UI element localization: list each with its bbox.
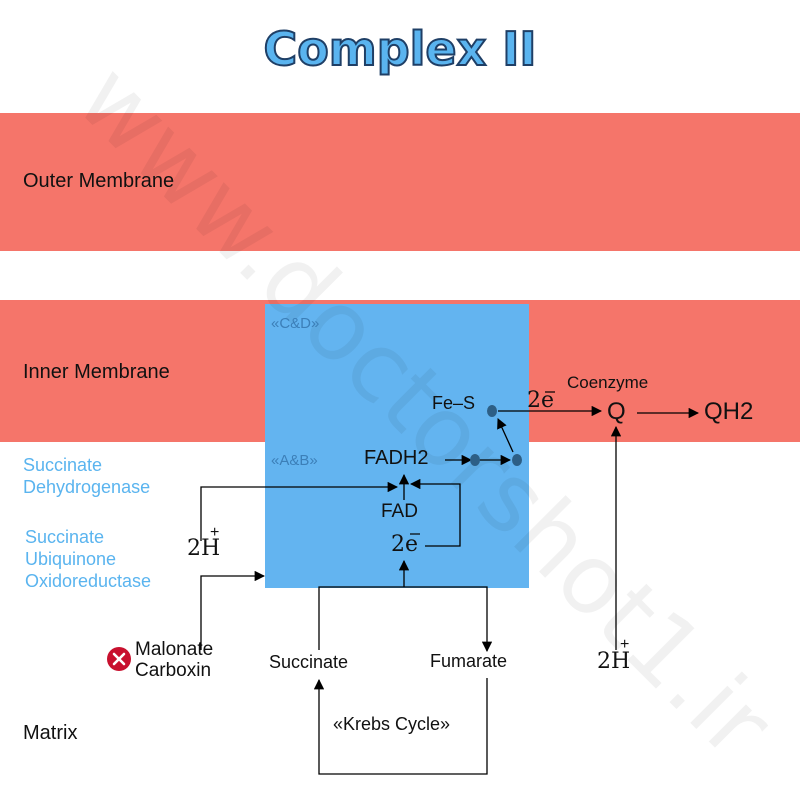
fes-cluster-3 xyxy=(487,405,497,417)
enzyme-name-line: Oxidoreductase xyxy=(25,571,152,591)
enzyme-name-1: Succinate Dehydrogenase xyxy=(23,454,150,498)
outer-membrane-band xyxy=(0,113,800,251)
matrix-label: Matrix xyxy=(23,722,78,744)
subunit-cd-label: «C&D» xyxy=(271,315,320,332)
two-h-left: 2H xyxy=(187,536,221,561)
fadh2-label: FADH2 xyxy=(364,447,429,469)
fes-cluster-1 xyxy=(470,454,480,466)
krebs-cycle-return xyxy=(313,678,488,775)
subunit-ab-label: «A&B» xyxy=(271,452,318,469)
arrow-h-to-complex xyxy=(200,570,266,650)
arrow-fes2-to-fes3 xyxy=(497,418,514,453)
inhibitor-malonate: Malonate xyxy=(135,639,214,660)
page-title: Complex II xyxy=(262,21,537,77)
inhibitor-carboxin: Carboxin xyxy=(135,660,212,681)
arrow-2e-to-fadh2 xyxy=(409,478,461,547)
plus-sign: + xyxy=(620,636,630,653)
fumarate-label: Fumarate xyxy=(430,651,508,671)
succinate-fumarate-top xyxy=(318,586,493,653)
enzyme-name-line: Succinate xyxy=(23,455,103,475)
q-label: Q xyxy=(607,398,626,425)
two-electrons-top: 2e xyxy=(527,388,555,413)
arrow-h-to-fad xyxy=(200,481,399,541)
krebs-cycle-label: «Krebs Cycle» xyxy=(333,714,451,734)
fad-label: FAD xyxy=(381,501,418,522)
succinate-label: Succinate xyxy=(269,652,349,672)
plus-sign: + xyxy=(210,524,220,541)
complex-ii-box xyxy=(265,304,529,588)
two-electrons-inner: 2e xyxy=(391,532,419,557)
x-circle-icon xyxy=(107,647,131,671)
enzyme-name-line: Succinate xyxy=(25,527,105,547)
enzyme-name-2: Succinate Ubiquinone Oxidoreductase xyxy=(25,526,151,592)
two-h-right: 2H xyxy=(597,649,631,674)
fes-cluster-2 xyxy=(512,454,522,466)
coenzyme-label: Coenzyme xyxy=(567,373,649,392)
enzyme-name-line: Dehydrogenase xyxy=(23,477,151,497)
inhibitor-list: Malonate Carboxin xyxy=(135,639,213,681)
inner-membrane-label: Inner Membrane xyxy=(23,361,170,383)
enzyme-name-line: Ubiquinone xyxy=(25,549,117,569)
fe-s-label: Fe–S xyxy=(432,393,476,413)
qh2-label: QH2 xyxy=(704,398,754,425)
outer-membrane-label: Outer Membrane xyxy=(23,170,175,192)
